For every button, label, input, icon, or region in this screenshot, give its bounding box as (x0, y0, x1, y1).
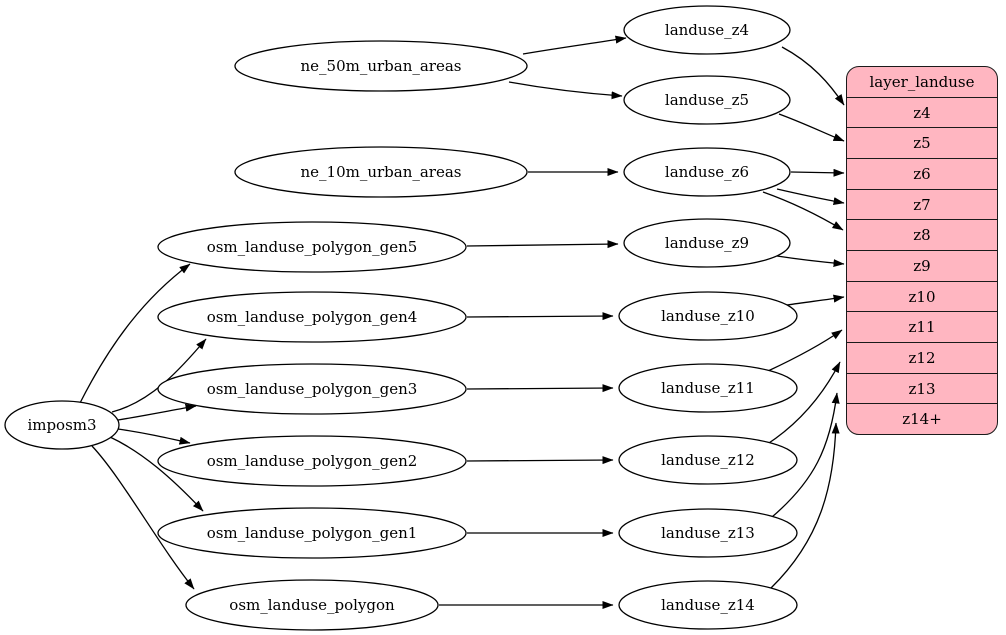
edge-ne_50m_urban_areas-to-landuse_z5 (508, 81, 623, 100)
edge-landuse_z13-to-row-z13 (771, 392, 840, 518)
edge-imposm3-to-osm_landuse_polygon_gen3 (117, 403, 197, 421)
node-label: landuse_z5 (665, 91, 749, 109)
table-row-z8: z8 (847, 219, 997, 250)
node-label: ne_10m_urban_areas (300, 163, 461, 181)
table-row-z10: z10 (847, 280, 997, 312)
node-landuse_z6: landuse_z6 (623, 147, 791, 197)
node-label: osm_landuse_polygon_gen2 (207, 452, 418, 470)
table-row-z12: z12 (847, 342, 997, 373)
node-ne_10m_urban_areas: ne_10m_urban_areas (234, 146, 528, 198)
node-label: landuse_z13 (661, 524, 755, 542)
node-label: landuse_z14 (661, 596, 755, 614)
edge-osm_landuse_polygon_gen2-to-landuse_z12 (466, 456, 614, 465)
edge-landuse_z6-to-row-z7 (776, 188, 845, 206)
node-ellipse (623, 147, 791, 197)
node-landuse_z12: landuse_z12 (618, 435, 798, 485)
table-row-z5: z5 (847, 127, 997, 158)
node-ellipse (618, 435, 798, 485)
node-ellipse (234, 40, 528, 92)
node-label: osm_landuse_polygon_gen4 (207, 308, 418, 326)
edge-landuse_z4-to-row-z4 (781, 46, 845, 106)
node-label: landuse_z9 (665, 234, 749, 252)
edge-landuse_z11-to-row-z11 (767, 329, 843, 372)
node-ellipse (623, 75, 791, 125)
node-osm_landuse_polygon_gen3: osm_landuse_polygon_gen3 (157, 363, 467, 415)
table-title: layer_landuse (869, 72, 975, 91)
edge-ne_50m_urban_areas-to-landuse_z4 (522, 35, 627, 55)
node-label: osm_landuse_polygon_gen1 (207, 524, 418, 542)
node-osm_landuse_polygon_gen4: osm_landuse_polygon_gen4 (157, 291, 467, 343)
edge-landuse_z9-to-row-z9 (776, 255, 845, 268)
table-row-z14plus: z14+ (847, 403, 997, 434)
node-landuse_z5: landuse_z5 (623, 75, 791, 125)
table-row-z7: z7 (847, 188, 997, 220)
node-osm_landuse_polygon_gen1: osm_landuse_polygon_gen1 (157, 507, 467, 559)
node-ellipse (157, 507, 467, 559)
edge-imposm3-to-osm_landuse_polygon_gen5 (79, 263, 191, 404)
node-ellipse (157, 221, 467, 273)
node-label: landuse_z10 (661, 307, 755, 325)
node-ellipse (4, 400, 120, 450)
edge-landuse_z6-to-row-z8 (762, 191, 844, 231)
node-label: imposm3 (27, 416, 96, 434)
edge-landuse_z5-to-row-z5 (778, 113, 845, 142)
node-label: osm_landuse_polygon_gen3 (207, 380, 418, 398)
table-layer_landuse: layer_landuse z4 z5 z6 z7 z8 z9 z10 z11 … (846, 66, 998, 435)
node-ellipse (623, 5, 791, 55)
node-ellipse (234, 146, 528, 198)
node-landuse_z9: landuse_z9 (623, 218, 791, 268)
node-osm_landuse_polygon: osm_landuse_polygon (185, 579, 439, 631)
node-ellipse (157, 435, 467, 487)
node-ellipse (618, 580, 798, 630)
table-row-z4: z4 (847, 96, 997, 128)
node-ellipse (618, 508, 798, 558)
edge-landuse_z12-to-row-z12 (765, 361, 841, 446)
edge-landuse_z6-to-row-z6 (790, 168, 845, 177)
node-label: landuse_z6 (665, 163, 749, 181)
node-label: ne_50m_urban_areas (300, 57, 461, 75)
node-label: osm_landuse_polygon_gen5 (207, 238, 418, 256)
edge-osm_landuse_polygon_gen4-to-landuse_z10 (466, 312, 614, 321)
node-label: landuse_z11 (661, 379, 755, 397)
node-ellipse (623, 218, 791, 268)
table-row-z13: z13 (847, 372, 997, 404)
table-row-z6: z6 (847, 158, 997, 189)
node-ellipse (618, 291, 798, 341)
node-landuse_z13: landuse_z13 (618, 508, 798, 558)
node-landuse_z4: landuse_z4 (623, 5, 791, 55)
edge-imposm3-to-osm_landuse_polygon (91, 445, 195, 590)
node-ellipse (185, 579, 439, 631)
table-row-z9: z9 (847, 250, 997, 281)
node-osm_landuse_polygon_gen5: osm_landuse_polygon_gen5 (157, 221, 467, 273)
node-landuse_z14: landuse_z14 (618, 580, 798, 630)
edge-imposm3-to-osm_landuse_polygon_gen2 (117, 428, 191, 445)
node-label: landuse_z12 (661, 451, 755, 469)
node-ellipse (618, 363, 798, 413)
node-ne_50m_urban_areas: ne_50m_urban_areas (234, 40, 528, 92)
node-landuse_z11: landuse_z11 (618, 363, 798, 413)
table-row-z11: z11 (847, 311, 997, 342)
node-label: landuse_z4 (665, 21, 749, 39)
edge-landuse_z10-to-row-z10 (786, 294, 845, 306)
node-landuse_z10: landuse_z10 (618, 291, 798, 341)
node-ellipse (157, 291, 467, 343)
edge-landuse_z14-to-row-z14plus (770, 422, 840, 589)
node-ellipse (157, 363, 467, 415)
node-label: osm_landuse_polygon (229, 596, 395, 614)
node-imposm3: imposm3 (4, 400, 120, 450)
node-osm_landuse_polygon_gen2: osm_landuse_polygon_gen2 (157, 435, 467, 487)
edge-osm_landuse_polygon_gen3-to-landuse_z11 (466, 384, 614, 393)
edge-osm_landuse_polygon_gen5-to-landuse_z9 (466, 240, 619, 249)
edge-imposm3-to-osm_landuse_polygon_gen1 (109, 436, 204, 512)
